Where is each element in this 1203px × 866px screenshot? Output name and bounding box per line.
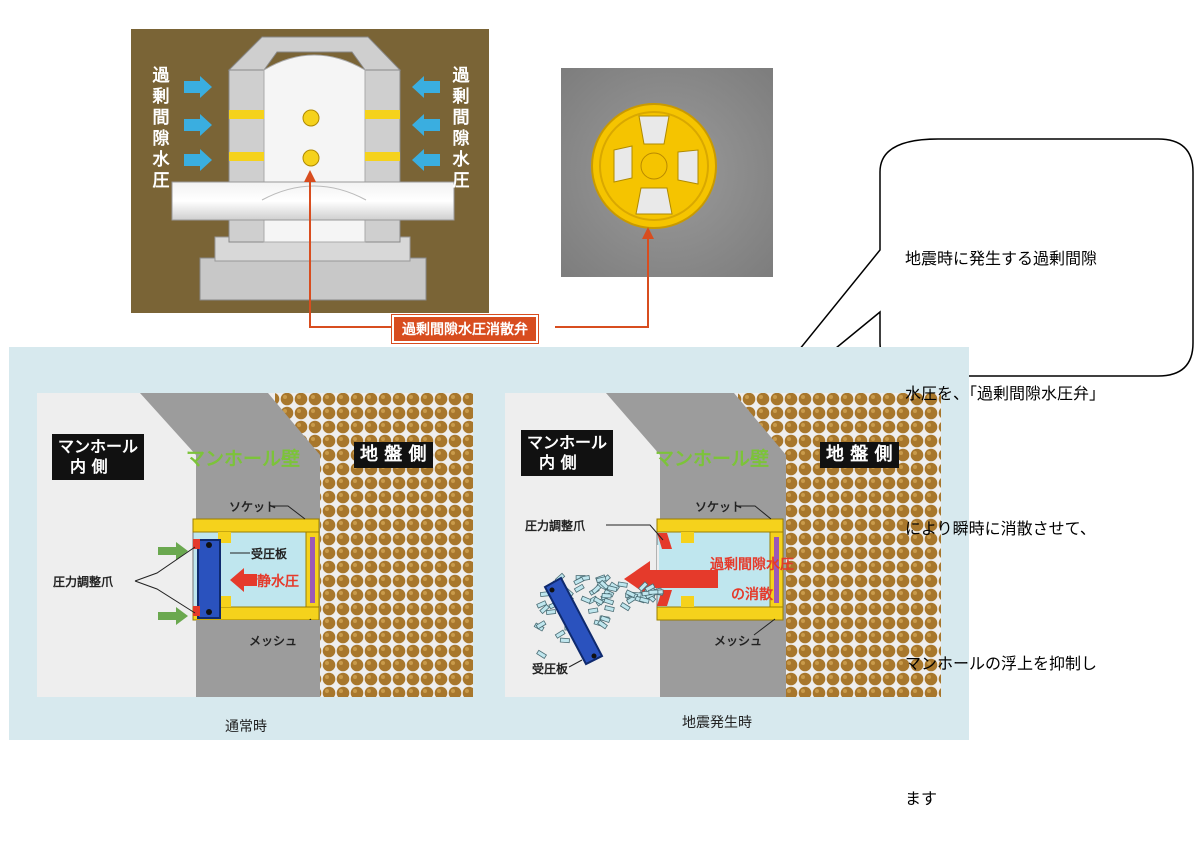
dissipation-label-line2: の消散 bbox=[731, 587, 773, 603]
spray-fragment bbox=[545, 609, 557, 616]
spray-fragment bbox=[580, 595, 592, 604]
valve-photo bbox=[561, 68, 773, 277]
excess-pore-pressure-label-left: 過剰間隙水圧 bbox=[151, 66, 171, 192]
spray-fragment bbox=[599, 615, 611, 624]
sewer-pipe bbox=[171, 181, 455, 221]
excess-pore-pressure-text-right: 過剰間隙水圧 bbox=[452, 66, 470, 191]
callout-line-2: 水圧を、「過剰間隙水圧弁」 bbox=[905, 384, 1106, 403]
callout-line-4: マンホールの浮上を抑制し bbox=[905, 654, 1098, 673]
spray-fragment bbox=[535, 620, 547, 630]
spray-fragment bbox=[644, 583, 656, 593]
spray-fragment bbox=[604, 605, 615, 613]
callout-text: 地震時に発生する過剰間隙 水圧を、「過剰間隙水圧弁」 により瞬時に消散させて、 … bbox=[905, 146, 1185, 866]
spray-fragment bbox=[638, 581, 649, 592]
normal-caption: 通常時 bbox=[225, 719, 267, 735]
pressure-plate bbox=[197, 539, 221, 619]
spray-fragment bbox=[573, 583, 585, 593]
manhole-base bbox=[199, 257, 427, 301]
socket-top bbox=[192, 518, 320, 533]
spray-fragment bbox=[559, 637, 570, 644]
socket-bottom bbox=[656, 606, 784, 621]
mesh-label: メッシュ bbox=[714, 634, 763, 648]
spray-fragment bbox=[536, 600, 548, 609]
spray-fragment bbox=[617, 581, 628, 588]
spray-fragment bbox=[619, 601, 631, 612]
spray-fragment bbox=[554, 629, 566, 639]
water-spray bbox=[533, 572, 664, 660]
inner-side-label-line2: 内 側 bbox=[539, 453, 577, 472]
spray-fragment bbox=[648, 589, 659, 595]
spray-fragment bbox=[639, 596, 650, 604]
spray-fragment bbox=[597, 619, 608, 630]
inner-side-label-line1: マンホール bbox=[58, 437, 139, 456]
pressure-plate-label: 受圧板 bbox=[251, 547, 288, 561]
callout-line-5: ます bbox=[905, 789, 938, 808]
excess-pore-pressure-text-left: 過剰間隙水圧 bbox=[152, 66, 170, 191]
earthquake-caption: 地震発生時 bbox=[682, 715, 752, 731]
claw-arrow-lower bbox=[158, 607, 188, 625]
spray-fragment bbox=[591, 584, 602, 595]
inner-side-label-line1: マンホール bbox=[527, 433, 608, 452]
socket-label: ソケット bbox=[695, 500, 744, 514]
spray-fragment bbox=[603, 597, 615, 606]
spray-fragment bbox=[592, 596, 604, 606]
spray-fragment bbox=[587, 607, 599, 614]
dissipation-label: 過剰間隙水圧 の消散 bbox=[702, 554, 802, 604]
valve-dot-lower bbox=[302, 149, 320, 167]
mesh bbox=[310, 537, 315, 603]
dissipation-label-line1: 過剰間隙水圧 bbox=[710, 557, 794, 573]
callout-line-1: 地震時に発生する過剰間隙 bbox=[905, 249, 1098, 268]
ejected-pressure-plate bbox=[543, 576, 604, 666]
manhole-wall-label: マンホール壁 bbox=[186, 448, 301, 470]
spray-fragment bbox=[539, 603, 550, 615]
excess-pore-pressure-label-right: 過剰間隙水圧 bbox=[451, 66, 471, 192]
pressure-plate-label: 受圧板 bbox=[532, 662, 569, 676]
ground-side-label: 地 盤 側 bbox=[820, 442, 899, 468]
valve-connector-lines bbox=[309, 175, 649, 328]
valve-dot-upper bbox=[302, 109, 320, 127]
inner-side-label-line2: 内 側 bbox=[70, 457, 108, 476]
pressure-claw-label: 圧力調整爪 bbox=[525, 519, 586, 533]
mesh bbox=[774, 537, 779, 603]
pressure-claw-label: 圧力調整爪 bbox=[53, 575, 114, 589]
spray-fragment bbox=[536, 649, 547, 660]
socket-top bbox=[656, 518, 784, 533]
manhole-section-diagram bbox=[131, 29, 489, 313]
inner-side-label: マンホール 内 側 bbox=[521, 430, 614, 476]
spray-fragment bbox=[573, 576, 585, 586]
pressure-arrows-left bbox=[184, 76, 212, 171]
spray-fragment bbox=[601, 593, 612, 599]
spray-fragment bbox=[625, 589, 636, 599]
ground-side-label: 地 盤 側 bbox=[354, 442, 433, 468]
callout-line-3: により瞬時に消散させて、 bbox=[905, 519, 1096, 538]
socket-label: ソケット bbox=[229, 500, 278, 514]
claw-arrow-upper bbox=[158, 542, 188, 560]
manhole-wall-label: マンホール壁 bbox=[655, 448, 770, 470]
static-pressure-label: 静水圧 bbox=[257, 571, 299, 591]
spray-fragment bbox=[606, 585, 618, 593]
mesh-label: メッシュ bbox=[249, 634, 298, 648]
normal-state-diagram bbox=[37, 393, 473, 697]
valve-name-label: 過剰間隙水圧消散弁 bbox=[391, 314, 539, 344]
pressure-arrows-right bbox=[412, 76, 440, 171]
inner-side-label: マンホール 内 側 bbox=[52, 434, 145, 480]
